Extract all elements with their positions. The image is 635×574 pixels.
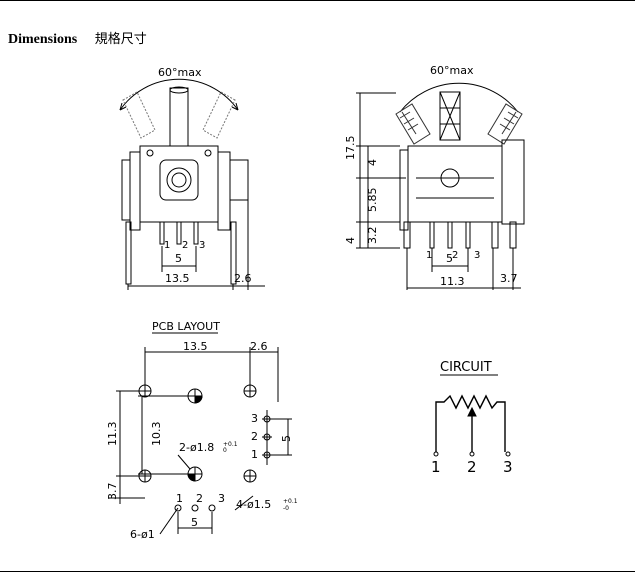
front-shaft [169, 87, 189, 147]
front-dim-side: 2.6 [234, 272, 252, 285]
side-body-lines [416, 177, 494, 199]
circuit-pin-3: 3 [503, 458, 513, 476]
pcb-pin-leader [159, 507, 179, 535]
pcb-pitch: 5 [191, 516, 198, 529]
pcb-dim-26: 2.6 [250, 340, 268, 353]
circuit: CIRCUIT 1 2 3 [431, 360, 513, 476]
side-dim-vertical-lines [356, 92, 406, 249]
side-dim-height: 17.5 [344, 136, 357, 161]
side-dim-4b: 4 [344, 237, 357, 244]
side-dim-585: 5.85 [366, 188, 379, 213]
front-shaft-top [169, 86, 189, 94]
pcb-pin-2: 2 [196, 492, 203, 505]
front-ghost-shafts [122, 91, 236, 139]
side-angle-label: 60°max [430, 64, 474, 77]
circuit-terminal-2 [469, 451, 475, 457]
dimensions-header: Dimensions 規格尺寸 [8, 28, 147, 48]
front-arc-arrow-right [231, 102, 239, 111]
front-pin-3: 3 [199, 240, 205, 251]
front-pin-2: 2 [182, 240, 188, 251]
header-title-zh: 規格尺寸 [94, 32, 147, 47]
side-dim-32: 3.2 [366, 227, 379, 245]
side-dim-width-line [406, 248, 494, 290]
circuit-terminal-1 [433, 451, 439, 457]
pcb-side-pin-2: 2 [251, 430, 258, 443]
pcb-pin-hole: 6-ø1 [130, 528, 155, 541]
front-dim-width: 13.5 [165, 272, 190, 285]
pcb-bottom-pins [174, 504, 216, 534]
side-pin-1: 1 [426, 250, 432, 261]
front-dim-pitch-line [161, 246, 197, 272]
pcb-left-dim-lines [108, 390, 195, 504]
side-pin-3: 3 [474, 250, 480, 261]
side-view: 60°max 1 2 3 5 11.3 3.7 [344, 64, 525, 290]
circuit-resistor [435, 394, 506, 452]
side-dim-4: 4 [366, 159, 379, 166]
front-arc-arrow-left [119, 102, 127, 111]
pcb-pin-1: 1 [176, 492, 183, 505]
front-brackets [129, 151, 231, 231]
front-dim-side-line [233, 200, 265, 290]
side-pins [403, 221, 517, 249]
top-border [0, 0, 635, 1]
header-title-en: Dimensions [8, 32, 78, 47]
front-screw-left [146, 149, 154, 157]
side-dim-pitch: 5 [446, 252, 453, 265]
front-pin-1: 1 [164, 240, 170, 251]
bottom-border [0, 571, 635, 572]
side-dim-pitch-line [431, 248, 469, 272]
side-body [407, 145, 503, 223]
pcb-dim-103: 10.3 [150, 422, 163, 447]
pcb-side-pitch: 5 [280, 435, 293, 442]
side-brackets [399, 139, 525, 231]
pcb-layout: PCB LAYOUT 13.5 2.6 3 2 1 5 11.3 [106, 320, 298, 541]
pcb-pin-3: 3 [218, 492, 225, 505]
front-view: 60°max 1 2 3 5 13.5 [119, 66, 265, 290]
pcb-small-tol: +0.1 [283, 498, 298, 505]
pcb-hole-tol2: 0 [223, 447, 227, 454]
side-bearing [440, 168, 460, 188]
pcb-dim-37: 3.7 [106, 483, 119, 501]
side-angle-arc [399, 82, 519, 113]
front-knob-inner [171, 172, 187, 188]
front-window [159, 159, 199, 201]
front-screw-right [204, 149, 212, 157]
side-pin-2: 2 [452, 250, 458, 261]
circuit-title: CIRCUIT [440, 360, 492, 375]
pcb-side-holes [262, 410, 292, 465]
pcb-small-tol2: -0 [283, 505, 289, 512]
front-dim-pitch: 5 [175, 252, 182, 265]
pcb-side-pin-3: 3 [251, 412, 258, 425]
side-dim-side-line [493, 248, 521, 290]
circuit-terminal-3 [505, 451, 511, 457]
side-dim-width: 11.3 [440, 275, 465, 288]
pcb-small-hole: 4-ø1.5 [236, 498, 271, 511]
pcb-hole-leader [177, 454, 191, 470]
front-body [139, 145, 219, 223]
pcb-small-leader [234, 495, 254, 511]
pcb-hole-label: 2-ø1.8 [179, 441, 214, 454]
pcb-side-pin-1: 1 [251, 448, 258, 461]
front-knob-circle [166, 167, 192, 193]
pcb-dim-113: 11.3 [106, 422, 119, 447]
circuit-pin-2: 2 [467, 458, 477, 476]
front-angle-arc [119, 78, 239, 111]
front-dim-width-line [127, 284, 234, 290]
pcb-title: PCB LAYOUT [152, 320, 220, 333]
front-angle-label: 60°max [158, 66, 202, 79]
side-shafts [395, 91, 523, 145]
side-dim-side: 3.7 [500, 272, 518, 285]
circuit-wiper-arrow [467, 406, 477, 417]
circuit-pin-1: 1 [431, 458, 441, 476]
pcb-dim-135: 13.5 [183, 340, 208, 353]
pcb-hole-tol: +0.1 [223, 441, 238, 448]
pcb-top-dim-lines [144, 347, 279, 402]
